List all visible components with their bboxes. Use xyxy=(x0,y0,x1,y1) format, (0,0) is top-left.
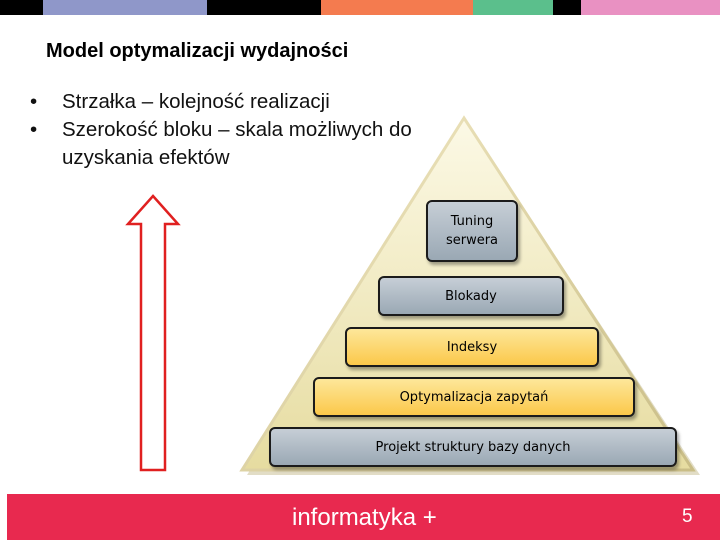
level-label-line: serwera xyxy=(445,233,499,248)
level-label: Projekt struktury bazy danych xyxy=(375,439,571,455)
bullet-dot: • xyxy=(30,118,38,141)
topbar-segment xyxy=(321,0,473,15)
bullet-text: Szerokość bloku – skala możliwych do uzy… xyxy=(62,118,412,169)
bullet-dot: • xyxy=(30,90,38,113)
slide-title: Model optymalizacji wydajności xyxy=(46,40,349,62)
pyramid-level-indeksy: Indeksy xyxy=(345,327,599,367)
topbar-segment xyxy=(207,0,321,15)
page-number: 5 xyxy=(682,506,693,527)
footer-bar: informatyka + 5 xyxy=(0,494,720,540)
bullet-item: • Szerokość bloku – skala możliwych do u… xyxy=(30,116,462,172)
topbar-segment xyxy=(0,0,43,15)
top-color-bar xyxy=(0,0,720,15)
footer-brand: informatyka + xyxy=(292,504,437,531)
level-label: Blokady xyxy=(445,288,497,304)
topbar-segment xyxy=(473,0,553,15)
bullet-item: • Strzałka – kolejność realizacji xyxy=(30,88,460,116)
topbar-segment xyxy=(43,0,207,15)
pyramid-level-projekt: Projekt struktury bazy danych xyxy=(269,427,677,467)
level-label: Indeksy xyxy=(446,339,498,355)
topbar-segment xyxy=(581,0,720,15)
pyramid-level-optymalizacja: Optymalizacja zapytań xyxy=(313,377,635,417)
level-label: Optymalizacja zapytań xyxy=(399,389,549,405)
topbar-segment xyxy=(553,0,581,15)
footer-edge xyxy=(0,494,7,540)
up-arrow xyxy=(125,194,181,472)
bullet-list: • Strzałka – kolejność realizacji • Szer… xyxy=(30,88,460,172)
pyramid-level-tuning: Tuning serwera xyxy=(426,200,518,262)
bullet-text: Strzałka – kolejność realizacji xyxy=(62,90,330,113)
footer-background xyxy=(0,494,720,540)
pyramid-level-blokady: Blokady xyxy=(378,276,564,316)
level-label-line: Tuning xyxy=(450,214,494,229)
